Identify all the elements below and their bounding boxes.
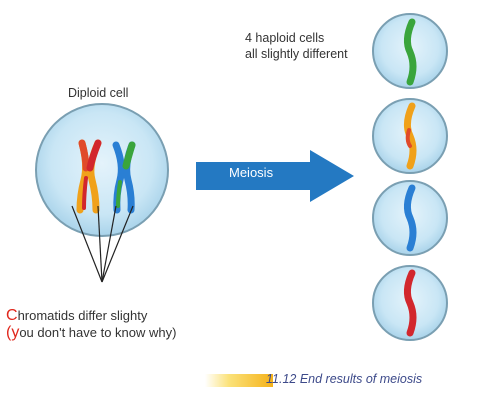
haploid-cell-1 — [372, 13, 448, 89]
figure-caption: 11.12 End results of meiosis — [266, 372, 423, 386]
chromatid-pointer-lines — [71, 205, 134, 283]
caption-gradient-bar — [205, 374, 273, 387]
meiosis-arrow — [196, 150, 354, 202]
annotation-line-1: Chromatids differ slighty — [6, 307, 176, 324]
haploid-cell-4 — [372, 265, 448, 341]
annotation-red-c: C — [6, 307, 18, 324]
diploid-cell-label: Diploid cell — [68, 86, 129, 100]
annotation-line-2-text: ou don't have to know why) — [19, 325, 177, 340]
haploid-label-line-2: all slightly different — [245, 47, 348, 61]
chromatid-annotation: Chromatids differ slighty (you don't hav… — [6, 307, 176, 341]
diploid-cell — [35, 103, 169, 237]
diploid-chromosome-blue-green — [112, 141, 136, 214]
annotation-red-y: (y — [6, 324, 20, 341]
haploid-cell-2 — [372, 98, 448, 174]
meiosis-arrow-label: Meiosis — [229, 165, 274, 180]
haploid-cells-label: 4 haploid cells all slightly different — [245, 30, 348, 62]
haploid-cell-3 — [372, 180, 448, 256]
haploid-label-line-1: 4 haploid cells — [245, 31, 325, 45]
annotation-line-1-text: hromatids differ slighty — [17, 308, 148, 323]
annotation-line-2: (you don't have to know why) — [6, 324, 176, 341]
diploid-chromosome-orange-red — [76, 139, 102, 214]
